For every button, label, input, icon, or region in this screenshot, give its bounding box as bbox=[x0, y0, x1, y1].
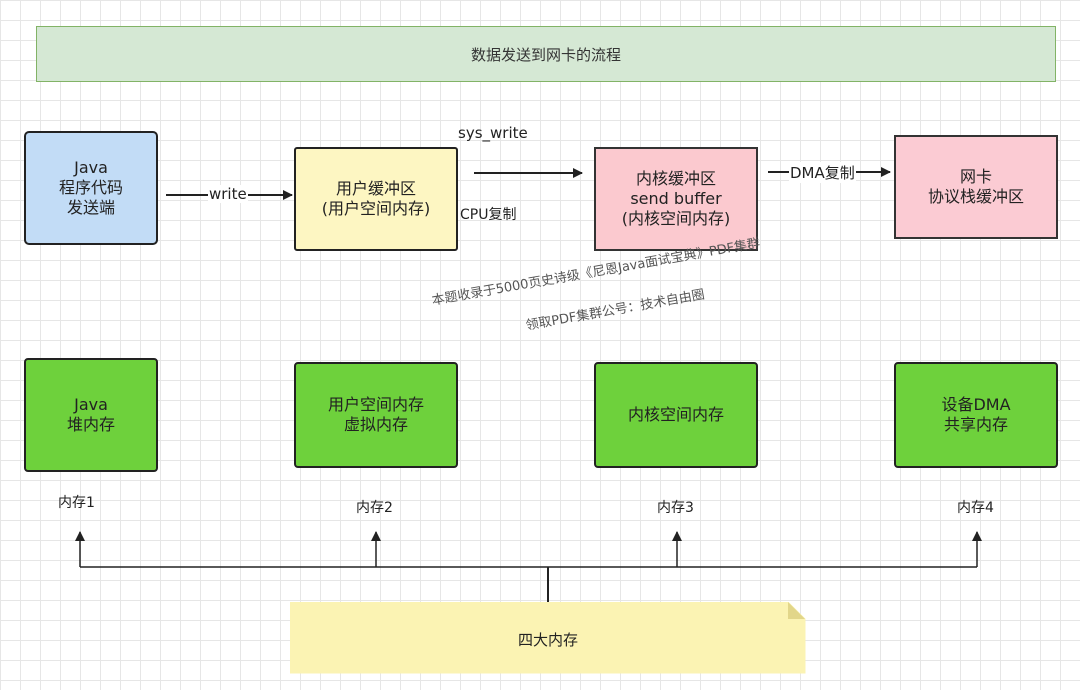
memory-label-4: 内存4 bbox=[957, 500, 994, 516]
memory-node-2: 用户空间内存 虚拟内存 bbox=[294, 362, 458, 468]
dma-copy-label: DMA复制 bbox=[789, 162, 856, 183]
memory-1-line-1: Java bbox=[74, 395, 108, 414]
user-buffer-line-2: (用户空间内存) bbox=[321, 199, 431, 218]
note-label: 四大内存 bbox=[517, 631, 578, 649]
kernel-buffer-node: 内核缓冲区 send buffer (内核空间内存) bbox=[594, 147, 758, 251]
nic-node: 网卡 协议栈缓冲区 bbox=[894, 135, 1058, 239]
kernel-buffer-line-2: send buffer bbox=[630, 189, 722, 208]
memory-node-4: 设备DMA 共享内存 bbox=[894, 362, 1058, 468]
sys-write-label: sys_write bbox=[458, 124, 528, 142]
memory-2-line-1: 用户空间内存 bbox=[327, 395, 424, 414]
memory-label-3: 内存3 bbox=[657, 500, 694, 516]
java-sender-line-1: Java bbox=[74, 158, 108, 177]
memory-node-1: Java 堆内存 bbox=[24, 358, 158, 472]
cpu-copy-label: CPU复制 bbox=[460, 207, 517, 223]
kernel-buffer-line-1: 内核缓冲区 bbox=[635, 169, 716, 188]
kernel-buffer-line-3: (内核空间内存) bbox=[621, 209, 731, 228]
memory-3-line-1: 内核空间内存 bbox=[627, 405, 724, 424]
write-label: write bbox=[208, 185, 248, 203]
nic-line-2: 协议栈缓冲区 bbox=[927, 187, 1024, 206]
memory-2-line-2: 虚拟内存 bbox=[343, 415, 408, 434]
diagram-title: 数据发送到网卡的流程 bbox=[36, 26, 1056, 82]
nic-line-1: 网卡 bbox=[959, 167, 992, 186]
java-sender-line-2: 程序代码 bbox=[58, 178, 123, 197]
user-buffer-line-1: 用户缓冲区 bbox=[335, 179, 416, 198]
memory-4-line-1: 设备DMA bbox=[941, 395, 1011, 414]
memory-1-line-2: 堆内存 bbox=[66, 415, 115, 434]
note-shape bbox=[290, 602, 806, 674]
memory-label-2: 内存2 bbox=[356, 500, 393, 516]
java-sender-node: Java 程序代码 发送端 bbox=[24, 131, 158, 245]
memory-4-line-2: 共享内存 bbox=[943, 415, 1008, 434]
memory-node-3: 内核空间内存 bbox=[594, 362, 758, 468]
memory-label-1: 内存1 bbox=[58, 495, 95, 511]
user-buffer-node: 用户缓冲区 (用户空间内存) bbox=[294, 147, 458, 251]
java-sender-line-3: 发送端 bbox=[66, 198, 115, 217]
